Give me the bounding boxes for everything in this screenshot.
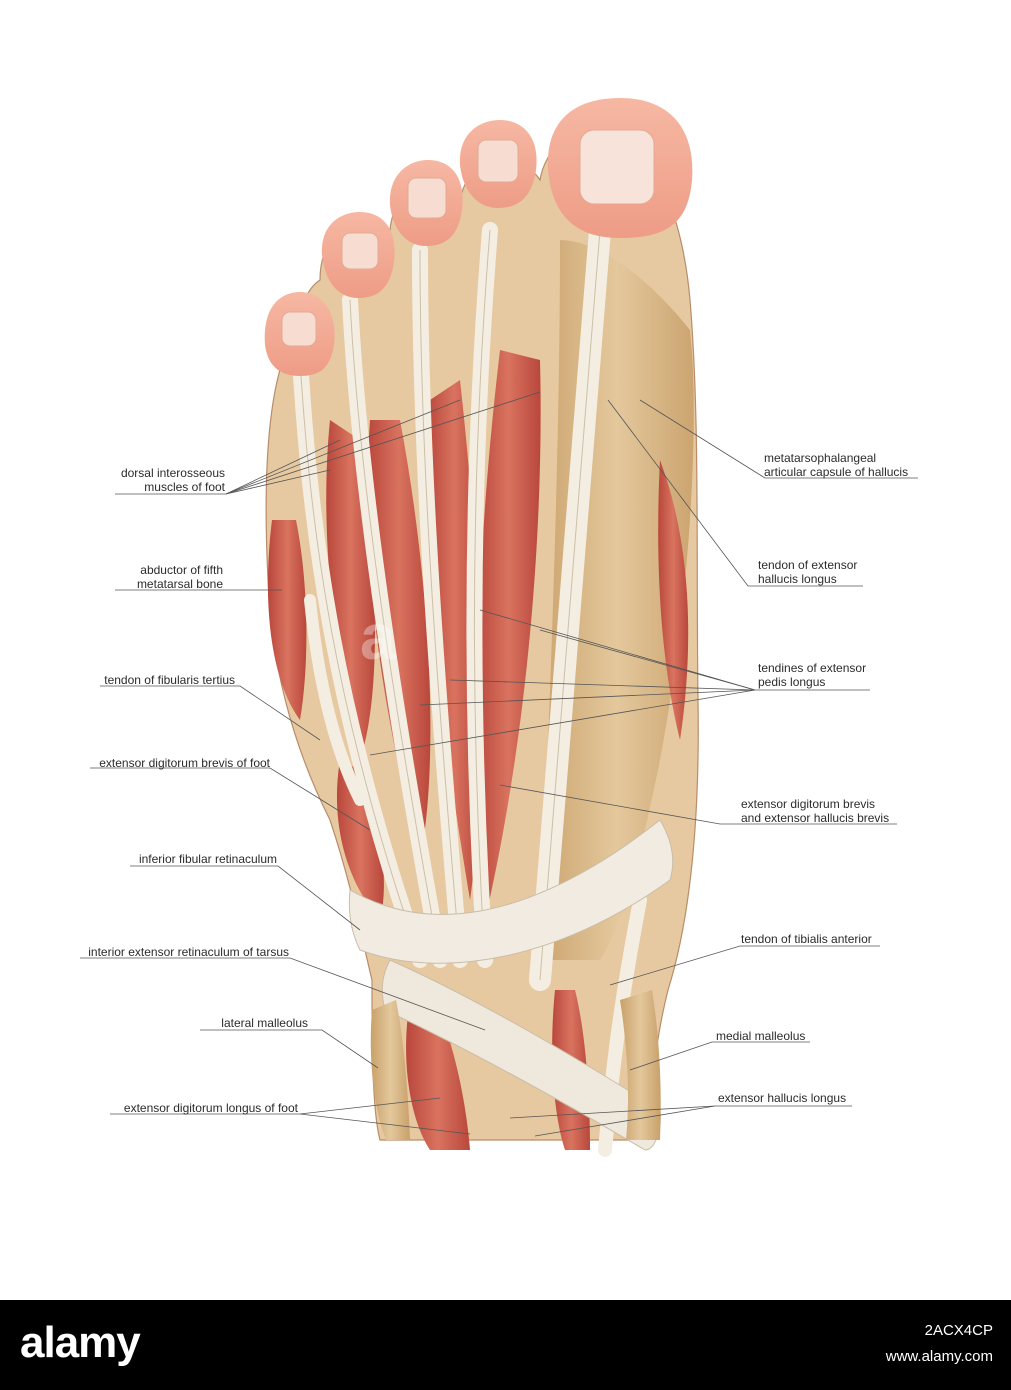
muscle-2: [367, 420, 431, 860]
leader-lines: [80, 391, 918, 1137]
site-url: www.alamy.com: [885, 1348, 993, 1365]
alamy-logo: alamy: [20, 1318, 141, 1367]
label-ehl: extensor hallucis longus: [718, 1091, 847, 1105]
watermark: a: [360, 601, 396, 673]
muscle-3: [427, 380, 481, 900]
label-edb-foot: extensor digitorum brevis of foot: [99, 756, 270, 770]
nail-2: [477, 139, 519, 183]
label-interior-extensor: interior extensor retinaculum of tarsus: [88, 945, 289, 959]
foot-anatomy-illustration: [80, 98, 918, 1157]
nail-4: [341, 232, 379, 270]
nail-5: [281, 311, 317, 347]
muscle-4: [476, 350, 541, 940]
muscle-hallux-side: [658, 460, 689, 740]
image-id: 2ACX4CP: [924, 1322, 993, 1339]
label-edl-foot: extensor digitorum longus of foot: [123, 1101, 298, 1115]
edl-lower-muscle: [406, 990, 470, 1150]
label-tibialis-anterior: tendon of tibialis anterior: [741, 932, 872, 946]
medial-malleolus-bone: [620, 990, 661, 1140]
tendon-fibularis: [304, 594, 366, 806]
inferior-extensor-retinaculum: [348, 819, 674, 964]
label-inferior-fibular: inferior fibular retinaculum: [138, 852, 277, 866]
label-medial-malleolus: medial malleolus: [716, 1029, 806, 1043]
nail-3: [407, 177, 447, 219]
label-fibularis-tertius: tendon of fibularis tertius: [104, 673, 235, 687]
nail-1: [579, 129, 655, 205]
stock-footer-bar: alamy 2ACX4CP www.alamy.com: [0, 1300, 1011, 1390]
abductor-fifth-muscle: [267, 520, 307, 720]
toes: [264, 98, 693, 376]
muscle-5: [336, 760, 384, 920]
label-lateral-malleolus: lateral malleolus: [221, 1016, 308, 1030]
